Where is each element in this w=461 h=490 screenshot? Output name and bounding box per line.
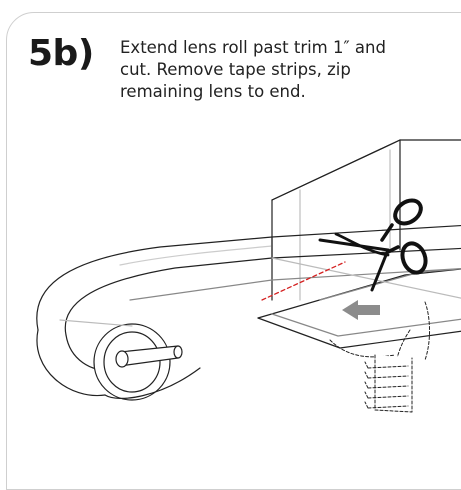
zip-tab (329, 301, 430, 413)
lens-install-diagram (36, 139, 461, 413)
instruction-line: remaining lens to end. (120, 82, 306, 101)
instruction-line: cut. Remove tape strips, zip (120, 60, 351, 79)
lens-roll (36, 224, 461, 401)
instruction-text: Extend lens roll past trim 1″ and cut. R… (120, 37, 430, 103)
step-number: 5b) (28, 33, 94, 74)
instruction-line: Extend lens roll past trim 1″ and (120, 38, 386, 57)
scissors (318, 198, 428, 292)
cut-line (261, 261, 346, 301)
direction-arrow (342, 300, 380, 320)
